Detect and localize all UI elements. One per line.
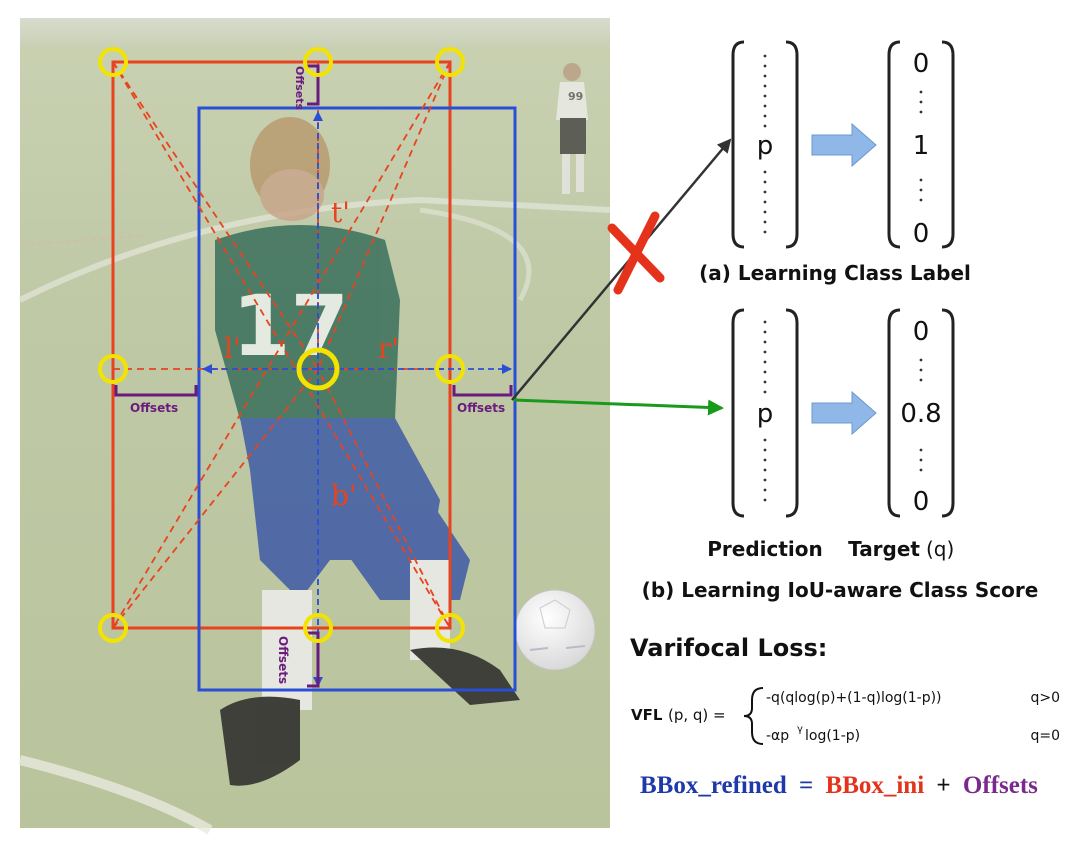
panel-b: p 0 0.8 0 Prediction Target (q) (b) Lear… [642,308,1039,602]
loss-lhs-rest: (p, q) = [668,706,726,724]
loss-lhs-bold: VFL [631,706,663,724]
pred-a-entry: p [757,131,774,161]
label-t: t' [331,196,350,229]
label-target-q: (q) [926,537,954,561]
target-a-mid: 1 [913,131,930,161]
bbox-initial [111,60,452,630]
block-arrow-b [811,390,877,436]
formula-ini: BBox_ini [826,772,925,799]
case2-cond: q=0 [1030,728,1060,744]
block-arrow-a [811,122,877,168]
case2-expr-sup: γ [797,724,803,735]
bracket-left [731,40,745,249]
label-b: b' [331,479,357,512]
target-b-top: 0 [913,317,930,347]
main-player: 17 [215,117,520,786]
loss-section: Varifocal Loss: VFL (p, q) = -q(qlog(p)+… [630,634,1060,745]
target-b-mid: 0.8 [900,399,941,429]
vertical-dots [763,54,767,234]
target-a-top: 0 [913,49,930,79]
caption-b: (b) Learning IoU-aware Class Score [642,578,1039,602]
case1-expr: -q(qlog(p)+(1-q)log(1-p)) [766,690,942,706]
loss-title: Varifocal Loss: [630,634,827,662]
curly-brace [743,687,764,745]
formula-refined: BBox_refined [640,772,787,799]
formula-eq: = [799,772,813,799]
label-target: Target [848,537,920,561]
offset-brackets [114,64,513,688]
case2-expr-b: log(1-p) [805,728,860,744]
soccer-photo: 99 17 [18,18,611,835]
offsets-label-right: Offsets [457,401,505,415]
bracket-right [785,40,799,249]
label-prediction: Prediction [707,537,823,561]
arrow-to-class-label [511,138,732,401]
cross-icon [607,211,665,295]
background-player-number: 99 [568,90,583,103]
bbox-formula: BBox_refined = BBox_ini + Offsets [640,772,1038,799]
connector-arrows [511,138,732,416]
background-player: 99 [556,63,588,194]
anchor-points [98,47,465,643]
panel-a: p 0 1 0 (a) Learning Class Label [699,40,971,285]
label-l: l' [224,332,241,365]
label-r: r' [378,332,399,365]
soccer-ball [514,589,596,671]
offsets-label-bottom: Offsets [276,636,290,684]
offsets-label-top: Offsets [293,66,306,111]
caption-a: (a) Learning Class Label [699,261,971,285]
formula-plus: + [936,772,950,799]
case2-expr-a: -αp [766,728,789,744]
target-a-bottom: 0 [913,219,930,249]
formula-offsets: Offsets [963,772,1038,799]
target-b-bottom: 0 [913,487,930,517]
arrow-to-iou-score [513,398,724,416]
pred-b-entry: p [757,399,774,429]
offsets-label-left: Offsets [130,401,178,415]
case1-cond: q>0 [1030,690,1060,706]
